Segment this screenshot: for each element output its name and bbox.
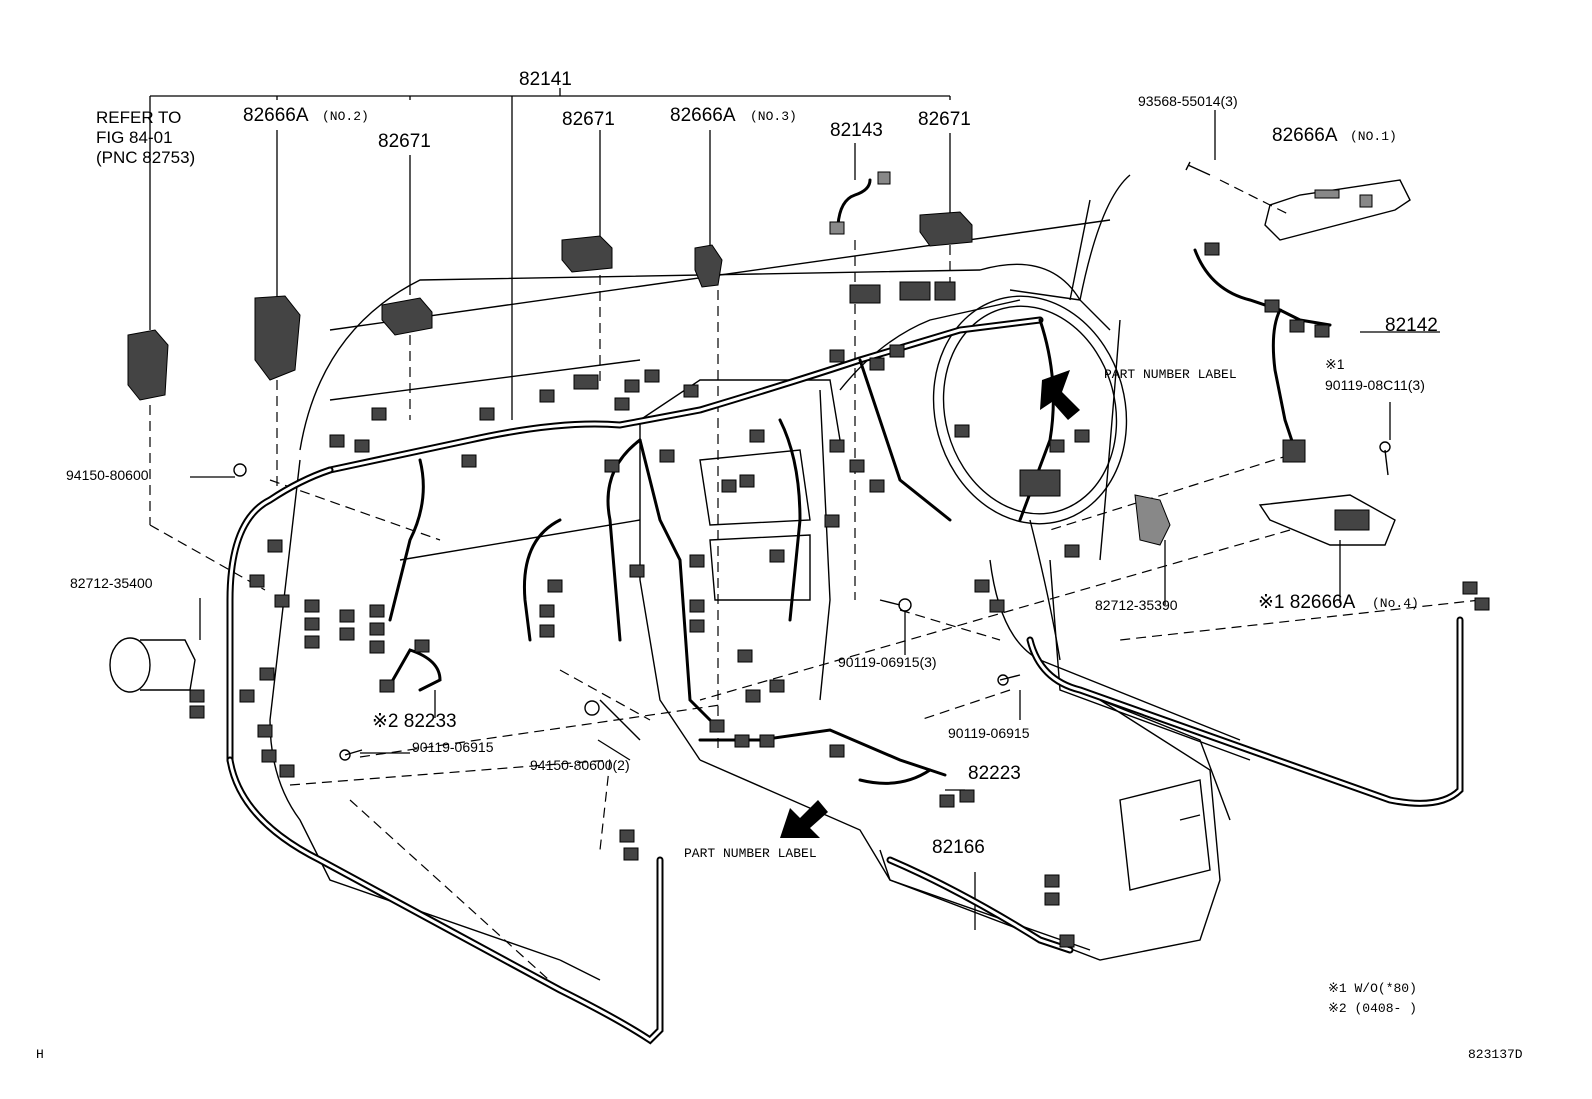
harness-connectors <box>189 171 1490 948</box>
harness-82142 <box>1193 248 1332 452</box>
label-fig: FIG 84-01 <box>96 128 173 147</box>
harness-82223 <box>858 768 947 785</box>
label-90119-08c11: 90119-08C11(3) <box>1325 377 1425 393</box>
label-82671-b: 82671 <box>562 109 615 130</box>
label-note1-mark: ※1 <box>1325 356 1345 372</box>
label-82666a-no4: ※1 82666A <box>1258 592 1356 613</box>
label-82141: 82141 <box>519 69 572 90</box>
footnote-2: ※2 (0408- ) <box>1328 1001 1417 1016</box>
fasteners <box>233 161 1391 761</box>
part-82671-right <box>919 211 973 247</box>
label-no3: (NO.3) <box>750 109 797 124</box>
floor-harness-right <box>1026 616 1464 807</box>
part-label-arrows <box>780 370 1080 838</box>
harness-82233 <box>388 648 442 692</box>
label-90119-06915-b: 90119-06915 <box>948 725 1030 741</box>
part-82666a-no1 <box>1264 179 1411 241</box>
label-90119-06915-a: 90119-06915 <box>412 739 494 755</box>
harness-82143 <box>836 178 872 227</box>
label-82712-35400: 82712-35400 <box>70 575 153 591</box>
steering-wheel <box>932 295 1128 525</box>
label-part-number-2: PART NUMBER LABEL <box>684 846 817 861</box>
label-82671-c: 82671 <box>918 109 971 130</box>
label-82166: 82166 <box>932 837 985 858</box>
label-part-number-1: PART NUMBER LABEL <box>1104 367 1237 382</box>
part-82671-mid <box>561 235 613 273</box>
leader-lines <box>190 110 1440 930</box>
label-94150-b: 94150-80600(2) <box>530 757 630 773</box>
label-93568: 93568-55014(3) <box>1138 93 1238 109</box>
label-90119-06915-3: 90119-06915(3) <box>838 654 937 670</box>
part-82712-35390 <box>1134 494 1171 546</box>
part-82671-left <box>381 297 433 336</box>
footnote-1: ※1 W/O(*80) <box>1328 981 1417 996</box>
label-82223: 82223 <box>968 763 1021 784</box>
part-82753 <box>127 329 169 401</box>
dashed-lines <box>149 179 1481 991</box>
label-no1: (NO.1) <box>1350 129 1397 144</box>
bracket-82141 <box>149 88 951 420</box>
part-82666a-no4 <box>1258 494 1396 546</box>
label-82666a-no2: 82666A <box>243 105 309 126</box>
label-82671-a: 82671 <box>378 131 431 152</box>
label-82143: 82143 <box>830 120 883 141</box>
label-82712-35390: 82712-35390 <box>1095 597 1178 613</box>
floor-harness-left <box>226 756 664 1045</box>
part-82666a-no2 <box>254 295 301 381</box>
label-no4: (No.4) <box>1372 596 1419 611</box>
label-no2: (NO.2) <box>322 109 369 124</box>
main-harness-82141 <box>226 316 1055 772</box>
label-82666a-no3: 82666A <box>670 105 736 126</box>
label-82233: ※2 82233 <box>372 711 457 732</box>
part-82712-35400 <box>109 637 196 693</box>
label-82666a-no1: 82666A <box>1272 125 1338 146</box>
corner-mark-left: H <box>36 1047 44 1062</box>
label-refer-to: REFER TO <box>96 108 182 127</box>
part-82666a-no3 <box>694 244 723 288</box>
label-94150-a: 94150-80600 <box>66 467 149 483</box>
figure-code: 823137D <box>1468 1047 1523 1062</box>
harness-82166 <box>886 856 1074 954</box>
dashboard-outline <box>269 174 1251 981</box>
label-pnc: (PNC 82753) <box>96 148 196 167</box>
label-82142: 82142 <box>1385 315 1438 336</box>
